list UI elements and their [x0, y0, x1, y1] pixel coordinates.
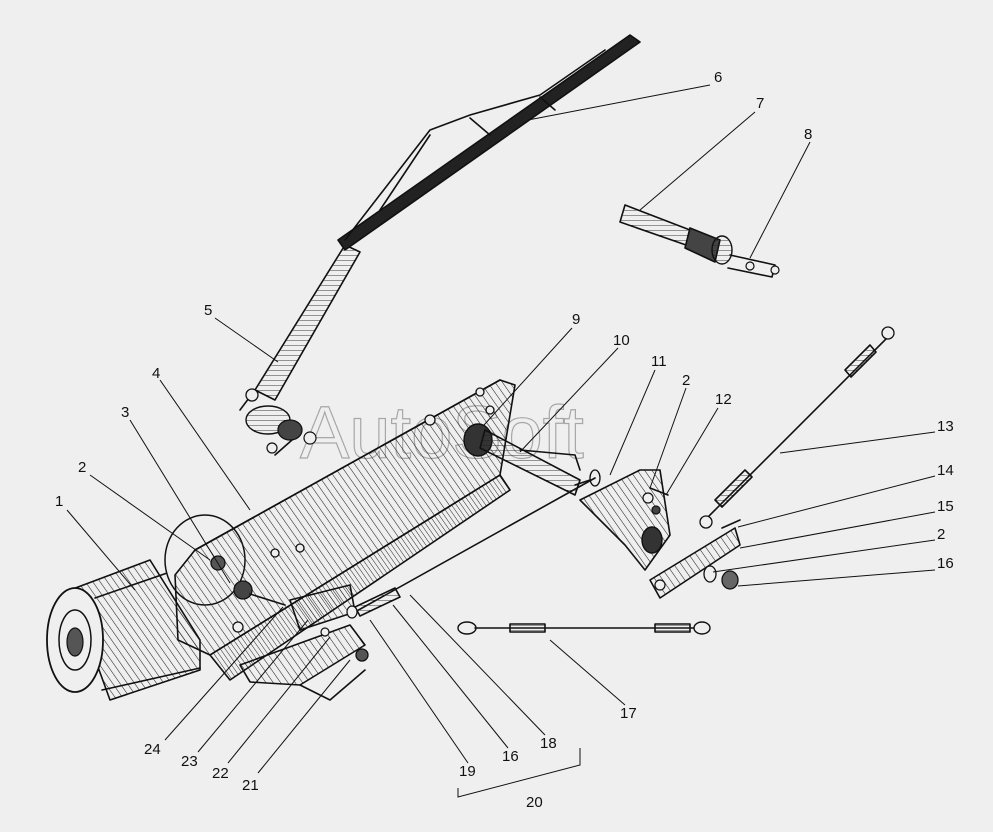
plate-hole	[654, 579, 666, 591]
label-22: 22	[212, 765, 229, 782]
label-24: 24	[144, 741, 161, 758]
label-13: 13	[937, 418, 954, 435]
label-12: 12	[715, 391, 732, 408]
wiper-blade	[337, 34, 641, 251]
label-2a: 2	[78, 459, 86, 476]
label-20: 20	[526, 794, 543, 811]
plate-15	[649, 527, 741, 599]
label-23: 23	[181, 753, 198, 770]
label-9: 9	[572, 311, 580, 328]
bolt-12	[649, 487, 669, 496]
washer-nut-right	[703, 565, 739, 590]
connector-14	[721, 519, 741, 529]
label-21: 21	[242, 777, 259, 794]
label-15: 15	[937, 498, 954, 515]
label-1: 1	[55, 493, 63, 510]
label-11: 11	[651, 353, 667, 370]
label-4: 4	[152, 365, 160, 382]
label-19: 19	[459, 763, 476, 780]
label-17: 17	[620, 705, 637, 722]
lower-bracket	[239, 584, 369, 701]
link-rod-18	[346, 477, 596, 619]
link-rod-13	[699, 326, 895, 529]
label-10: 10	[613, 332, 630, 349]
exploded-shaft-detail	[619, 204, 780, 278]
bracket-plate	[174, 379, 516, 681]
link-rod-17	[457, 621, 711, 635]
label-2c: 2	[937, 526, 945, 543]
label-16b: 16	[502, 748, 519, 765]
label-7: 7	[756, 95, 764, 112]
label-14: 14	[937, 462, 954, 479]
label-16a: 16	[937, 555, 954, 572]
leader-lines	[66, 84, 936, 798]
callout-labels: 1 2 3 4 5 6 7 8 9 10 11 2 12 13 14 15 2 …	[55, 69, 954, 811]
label-5: 5	[204, 302, 212, 319]
label-3: 3	[121, 404, 129, 421]
label-18: 18	[540, 735, 557, 752]
label-8: 8	[804, 126, 812, 143]
label-2b: 2	[682, 372, 690, 389]
wiper-arm	[239, 244, 361, 456]
label-6: 6	[714, 69, 722, 86]
lever-bracket	[579, 469, 671, 571]
